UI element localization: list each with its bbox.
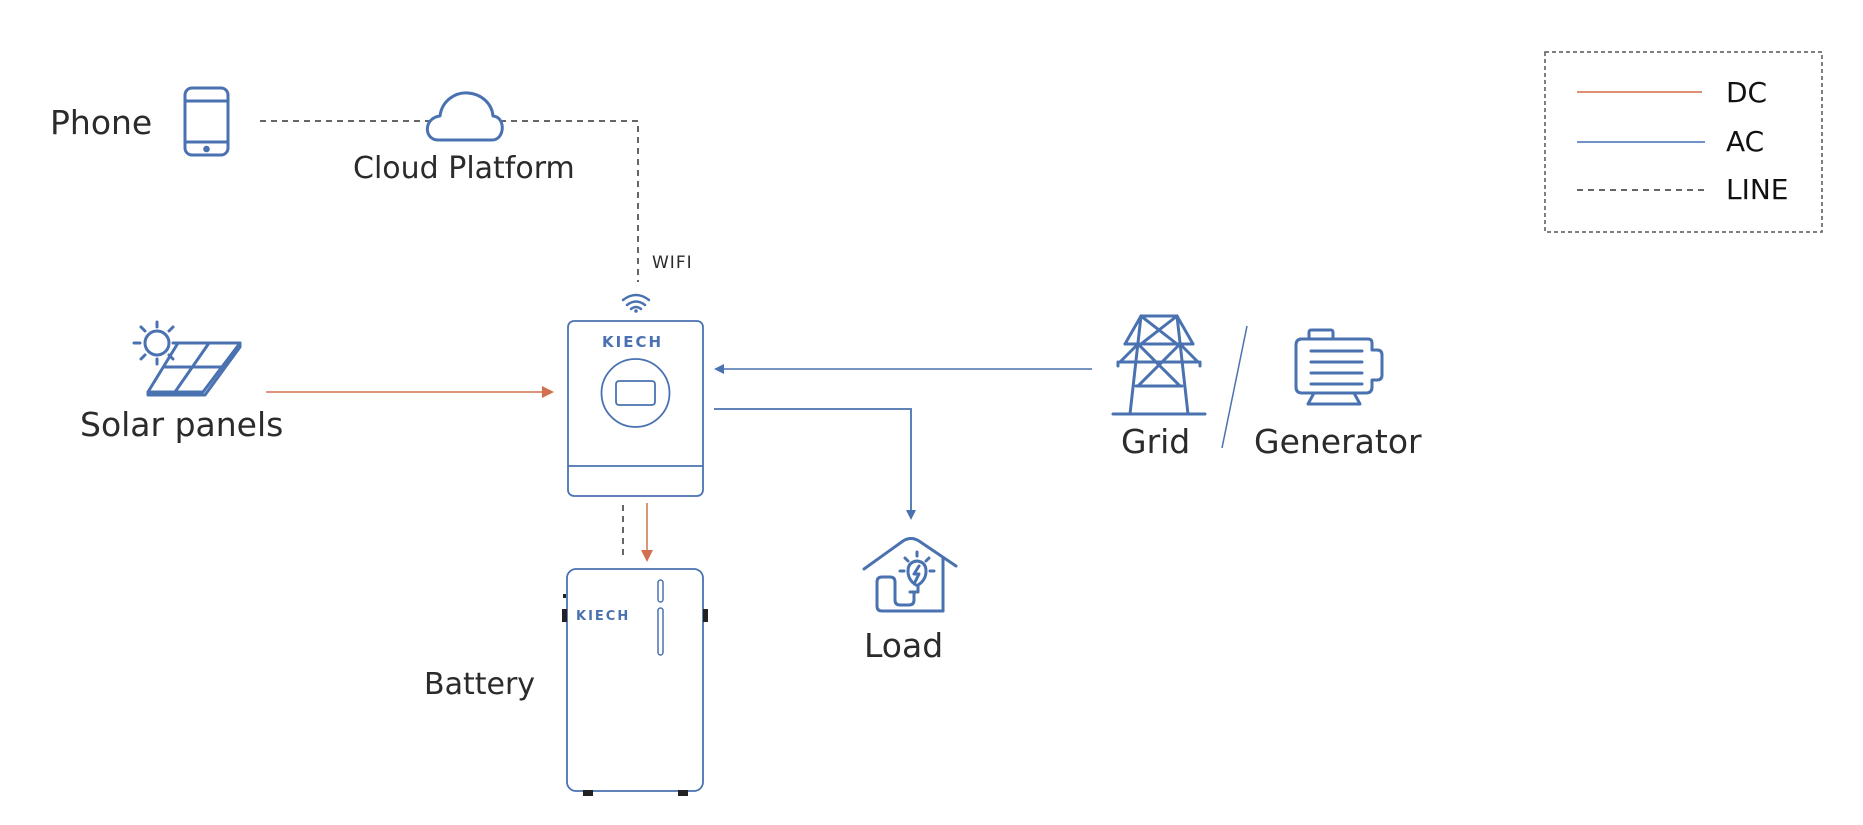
cloud-platform-label: Cloud Platform (353, 151, 575, 186)
battery-label: Battery (424, 667, 535, 702)
battery-device: KIECH (562, 568, 708, 796)
load-label: Load (864, 626, 943, 665)
solar-panels-label: Solar panels (80, 405, 283, 444)
inverter-load-ac-arrow (714, 408, 916, 520)
phone-label: Phone (50, 103, 152, 142)
legend-dc-label: DC (1726, 76, 1767, 109)
wifi-icon (621, 293, 651, 313)
battery-brand-logo: KIECH (576, 609, 630, 624)
generator-label: Generator (1254, 422, 1422, 461)
grid-generator-divider (1221, 325, 1248, 449)
inverter-brand-logo: KIECH (602, 333, 663, 351)
generator-icon (1294, 328, 1384, 406)
inverter-device: KIECH (567, 320, 704, 497)
phone-icon (183, 86, 230, 157)
cloud-icon (425, 91, 504, 142)
wifi-label: WIFI (652, 253, 693, 273)
grid-label: Grid (1121, 422, 1190, 461)
legend-ac-label: AC (1726, 125, 1764, 158)
load-house-icon (862, 537, 958, 613)
legend: DC AC LINE (1544, 51, 1823, 233)
grid-tower-icon (1111, 314, 1207, 416)
legend-line-label: LINE (1726, 173, 1789, 206)
solar-panel-icon (132, 320, 242, 397)
cloud-inverter-line (500, 120, 639, 282)
